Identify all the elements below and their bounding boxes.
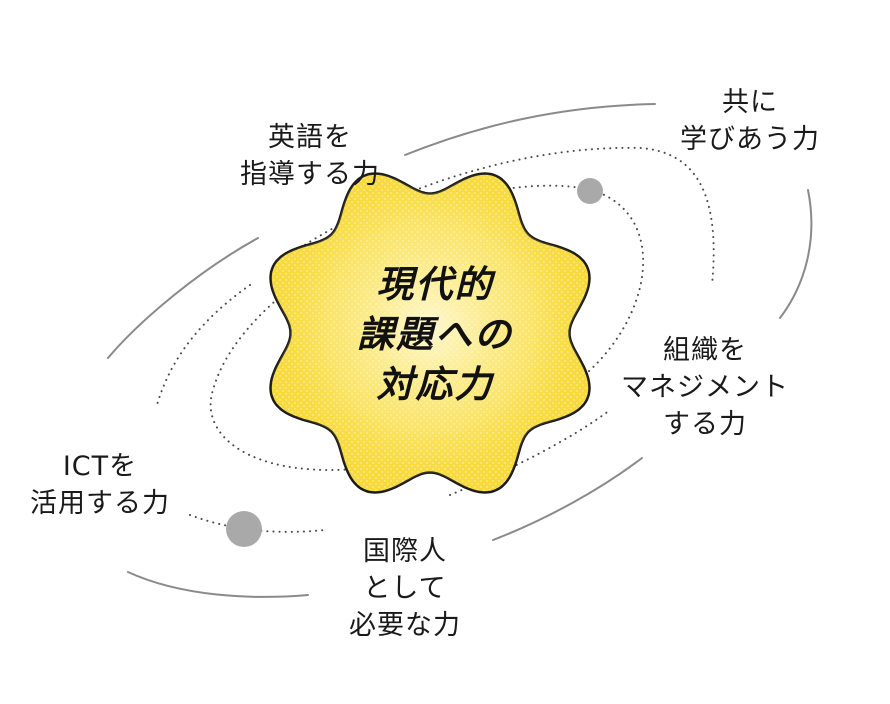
outer-orbit (107, 103, 813, 598)
planet-small (577, 178, 603, 204)
skill-label-collaboration: 共に 学びあう力 (665, 84, 835, 158)
center-title: 現代的 課題への 対応力 (330, 260, 540, 410)
skill-label-ict: ICTを 活用する力 (15, 448, 185, 522)
dotted-orbit-outer-left (156, 284, 251, 406)
center-title-line-2: 課題への (357, 313, 513, 356)
dotted-orbit-outer-top (299, 146, 715, 286)
skill-line: ICTを (62, 451, 138, 482)
skill-label-management: 組織を マネジメント する力 (610, 332, 800, 443)
outer-orbit-arc-right (779, 189, 813, 319)
skill-line: 指導する力 (240, 159, 380, 190)
skill-line: 英語を (268, 122, 352, 153)
skill-line: 共に (722, 87, 778, 118)
center-title-line-1: 現代的 (376, 263, 494, 306)
skill-line: として (363, 573, 447, 604)
skill-line: 組織を (663, 335, 747, 366)
skill-label-global: 国際人 として 必要な力 (330, 533, 480, 644)
skill-line: 必要な力 (349, 610, 461, 641)
outer-orbit-arc-bottom (127, 571, 309, 598)
center-title-line-3: 対応力 (376, 363, 494, 406)
planet-large (226, 511, 262, 547)
skill-line: 国際人 (363, 536, 447, 567)
skill-line: 活用する力 (30, 488, 170, 519)
center-star-glow (270, 173, 590, 493)
skill-line: 学びあう力 (680, 124, 820, 155)
outer-orbit-arc-top (404, 103, 656, 156)
skill-line: する力 (663, 409, 747, 440)
outer-orbit-arc-lower-right (492, 457, 643, 541)
skill-line: マネジメント (621, 372, 789, 403)
outer-orbit-arc-left (107, 237, 259, 359)
skill-label-english: 英語を 指導する力 (225, 119, 395, 193)
